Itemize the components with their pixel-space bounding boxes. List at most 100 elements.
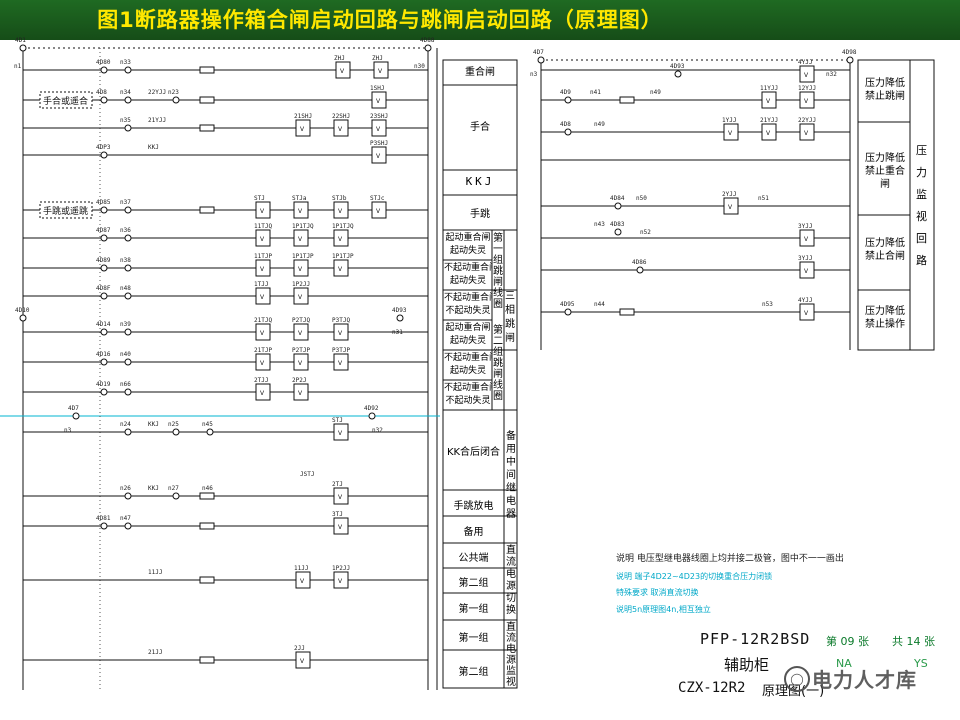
terminal bbox=[100, 234, 108, 242]
coil-mark: V bbox=[338, 236, 343, 243]
relay-coil bbox=[293, 201, 309, 219]
relay-coil bbox=[723, 123, 739, 141]
terminal-label: n45 bbox=[202, 421, 213, 428]
terminal bbox=[614, 228, 622, 236]
terminal bbox=[614, 202, 622, 210]
coil-mark: V bbox=[338, 330, 343, 337]
terminal-label: 4D84 bbox=[610, 195, 625, 202]
relay-coil bbox=[293, 353, 309, 371]
coil-mark: V bbox=[376, 98, 381, 105]
rail-node: n3 bbox=[64, 427, 72, 434]
coil-label: 4YJJ bbox=[798, 59, 812, 66]
terminal-label: n23 bbox=[168, 89, 179, 96]
coil-label: 1TJJ bbox=[254, 281, 268, 288]
coil-mark: V bbox=[298, 266, 303, 273]
rail-node: n44 bbox=[594, 301, 605, 308]
terminal-label: 4D16 bbox=[96, 351, 111, 358]
coil-label: 12YJJ bbox=[798, 85, 816, 92]
relay-coil bbox=[255, 323, 271, 341]
relay-coil bbox=[333, 259, 349, 277]
terminal-label: 4D86 bbox=[632, 259, 647, 266]
rail-node: n49 bbox=[650, 89, 661, 96]
coil-mark: V bbox=[260, 266, 265, 273]
resistor bbox=[199, 492, 215, 500]
coil-label: 1P1TJP bbox=[292, 253, 314, 260]
relay-coil bbox=[371, 146, 387, 164]
left-function-table bbox=[442, 59, 518, 689]
coil-mark: V bbox=[338, 430, 343, 437]
coil-mark: V bbox=[728, 204, 733, 211]
terminal-label: 4D81 bbox=[96, 515, 111, 522]
right-circuit-rails bbox=[540, 59, 851, 350]
terminal bbox=[124, 522, 132, 530]
terminal-label: n66 bbox=[120, 381, 131, 388]
coil-label: STJa bbox=[292, 195, 307, 202]
terminal-label: 4D92 bbox=[364, 405, 379, 412]
input-label-box bbox=[39, 201, 93, 219]
terminal-label: 4D9 bbox=[560, 89, 571, 96]
coil-mark: V bbox=[300, 578, 305, 585]
coil-mark: V bbox=[338, 360, 343, 367]
terminal-label: n27 bbox=[168, 485, 179, 492]
relay-coil bbox=[333, 487, 349, 505]
terminal-label: 4D7 bbox=[68, 405, 79, 412]
relay-coil bbox=[371, 201, 387, 219]
terminal-label: n33 bbox=[120, 59, 131, 66]
terminal bbox=[124, 492, 132, 500]
coil-mark: V bbox=[766, 130, 771, 137]
terminal-label: 4D95 bbox=[560, 301, 575, 308]
rail-node: n32 bbox=[372, 427, 383, 434]
terminal-label: n47 bbox=[120, 515, 131, 522]
coil-label: P3SHJ bbox=[370, 140, 388, 147]
coil-label: 4YJJ bbox=[798, 297, 812, 304]
contact-label: 21JJ bbox=[148, 649, 162, 656]
relay-coil bbox=[255, 201, 271, 219]
coil-label: STJb bbox=[332, 195, 347, 202]
terminal bbox=[846, 56, 854, 64]
relay-coil bbox=[293, 323, 309, 341]
relay-coil bbox=[255, 287, 271, 305]
coil-mark: V bbox=[340, 68, 345, 75]
relay-coil bbox=[255, 353, 271, 371]
terminal-label: n36 bbox=[120, 227, 131, 234]
coil-mark: V bbox=[804, 98, 809, 105]
resistor bbox=[199, 206, 215, 214]
terminal bbox=[100, 264, 108, 272]
relay-coil bbox=[333, 571, 349, 589]
terminal-label: n38 bbox=[120, 257, 131, 264]
coil-mark: V bbox=[804, 310, 809, 317]
coil-mark: V bbox=[804, 236, 809, 243]
terminal bbox=[100, 292, 108, 300]
coil-label: 21TJQ bbox=[254, 317, 272, 324]
terminal bbox=[100, 96, 108, 104]
right-function-table bbox=[857, 59, 935, 351]
relay-coil bbox=[723, 197, 739, 215]
coil-label: P3TJQ bbox=[332, 317, 350, 324]
coil-mark: V bbox=[338, 208, 343, 215]
relay-coil bbox=[255, 383, 271, 401]
terminal-label: 4D1 bbox=[15, 37, 26, 44]
resistor bbox=[619, 308, 635, 316]
coil-label: P2TJQ bbox=[292, 317, 310, 324]
coil-label: STJ bbox=[254, 195, 265, 202]
rail-node: n49 bbox=[594, 121, 605, 128]
contact-label: KKJ bbox=[148, 144, 159, 151]
relay-coil bbox=[373, 61, 389, 79]
relay-coil bbox=[761, 123, 777, 141]
resistor bbox=[199, 656, 215, 664]
relay-coil bbox=[335, 61, 351, 79]
relay-coil bbox=[371, 91, 387, 109]
terminal-label: 4D89 bbox=[96, 257, 111, 264]
coil-mark: V bbox=[298, 208, 303, 215]
coil-label: 11JJ bbox=[294, 565, 308, 572]
terminal-label: 4D85 bbox=[96, 199, 111, 206]
terminal bbox=[100, 328, 108, 336]
coil-mark: V bbox=[260, 360, 265, 367]
coil-label: P3TJP bbox=[332, 347, 350, 354]
coil-label: 3YJJ bbox=[798, 223, 812, 230]
